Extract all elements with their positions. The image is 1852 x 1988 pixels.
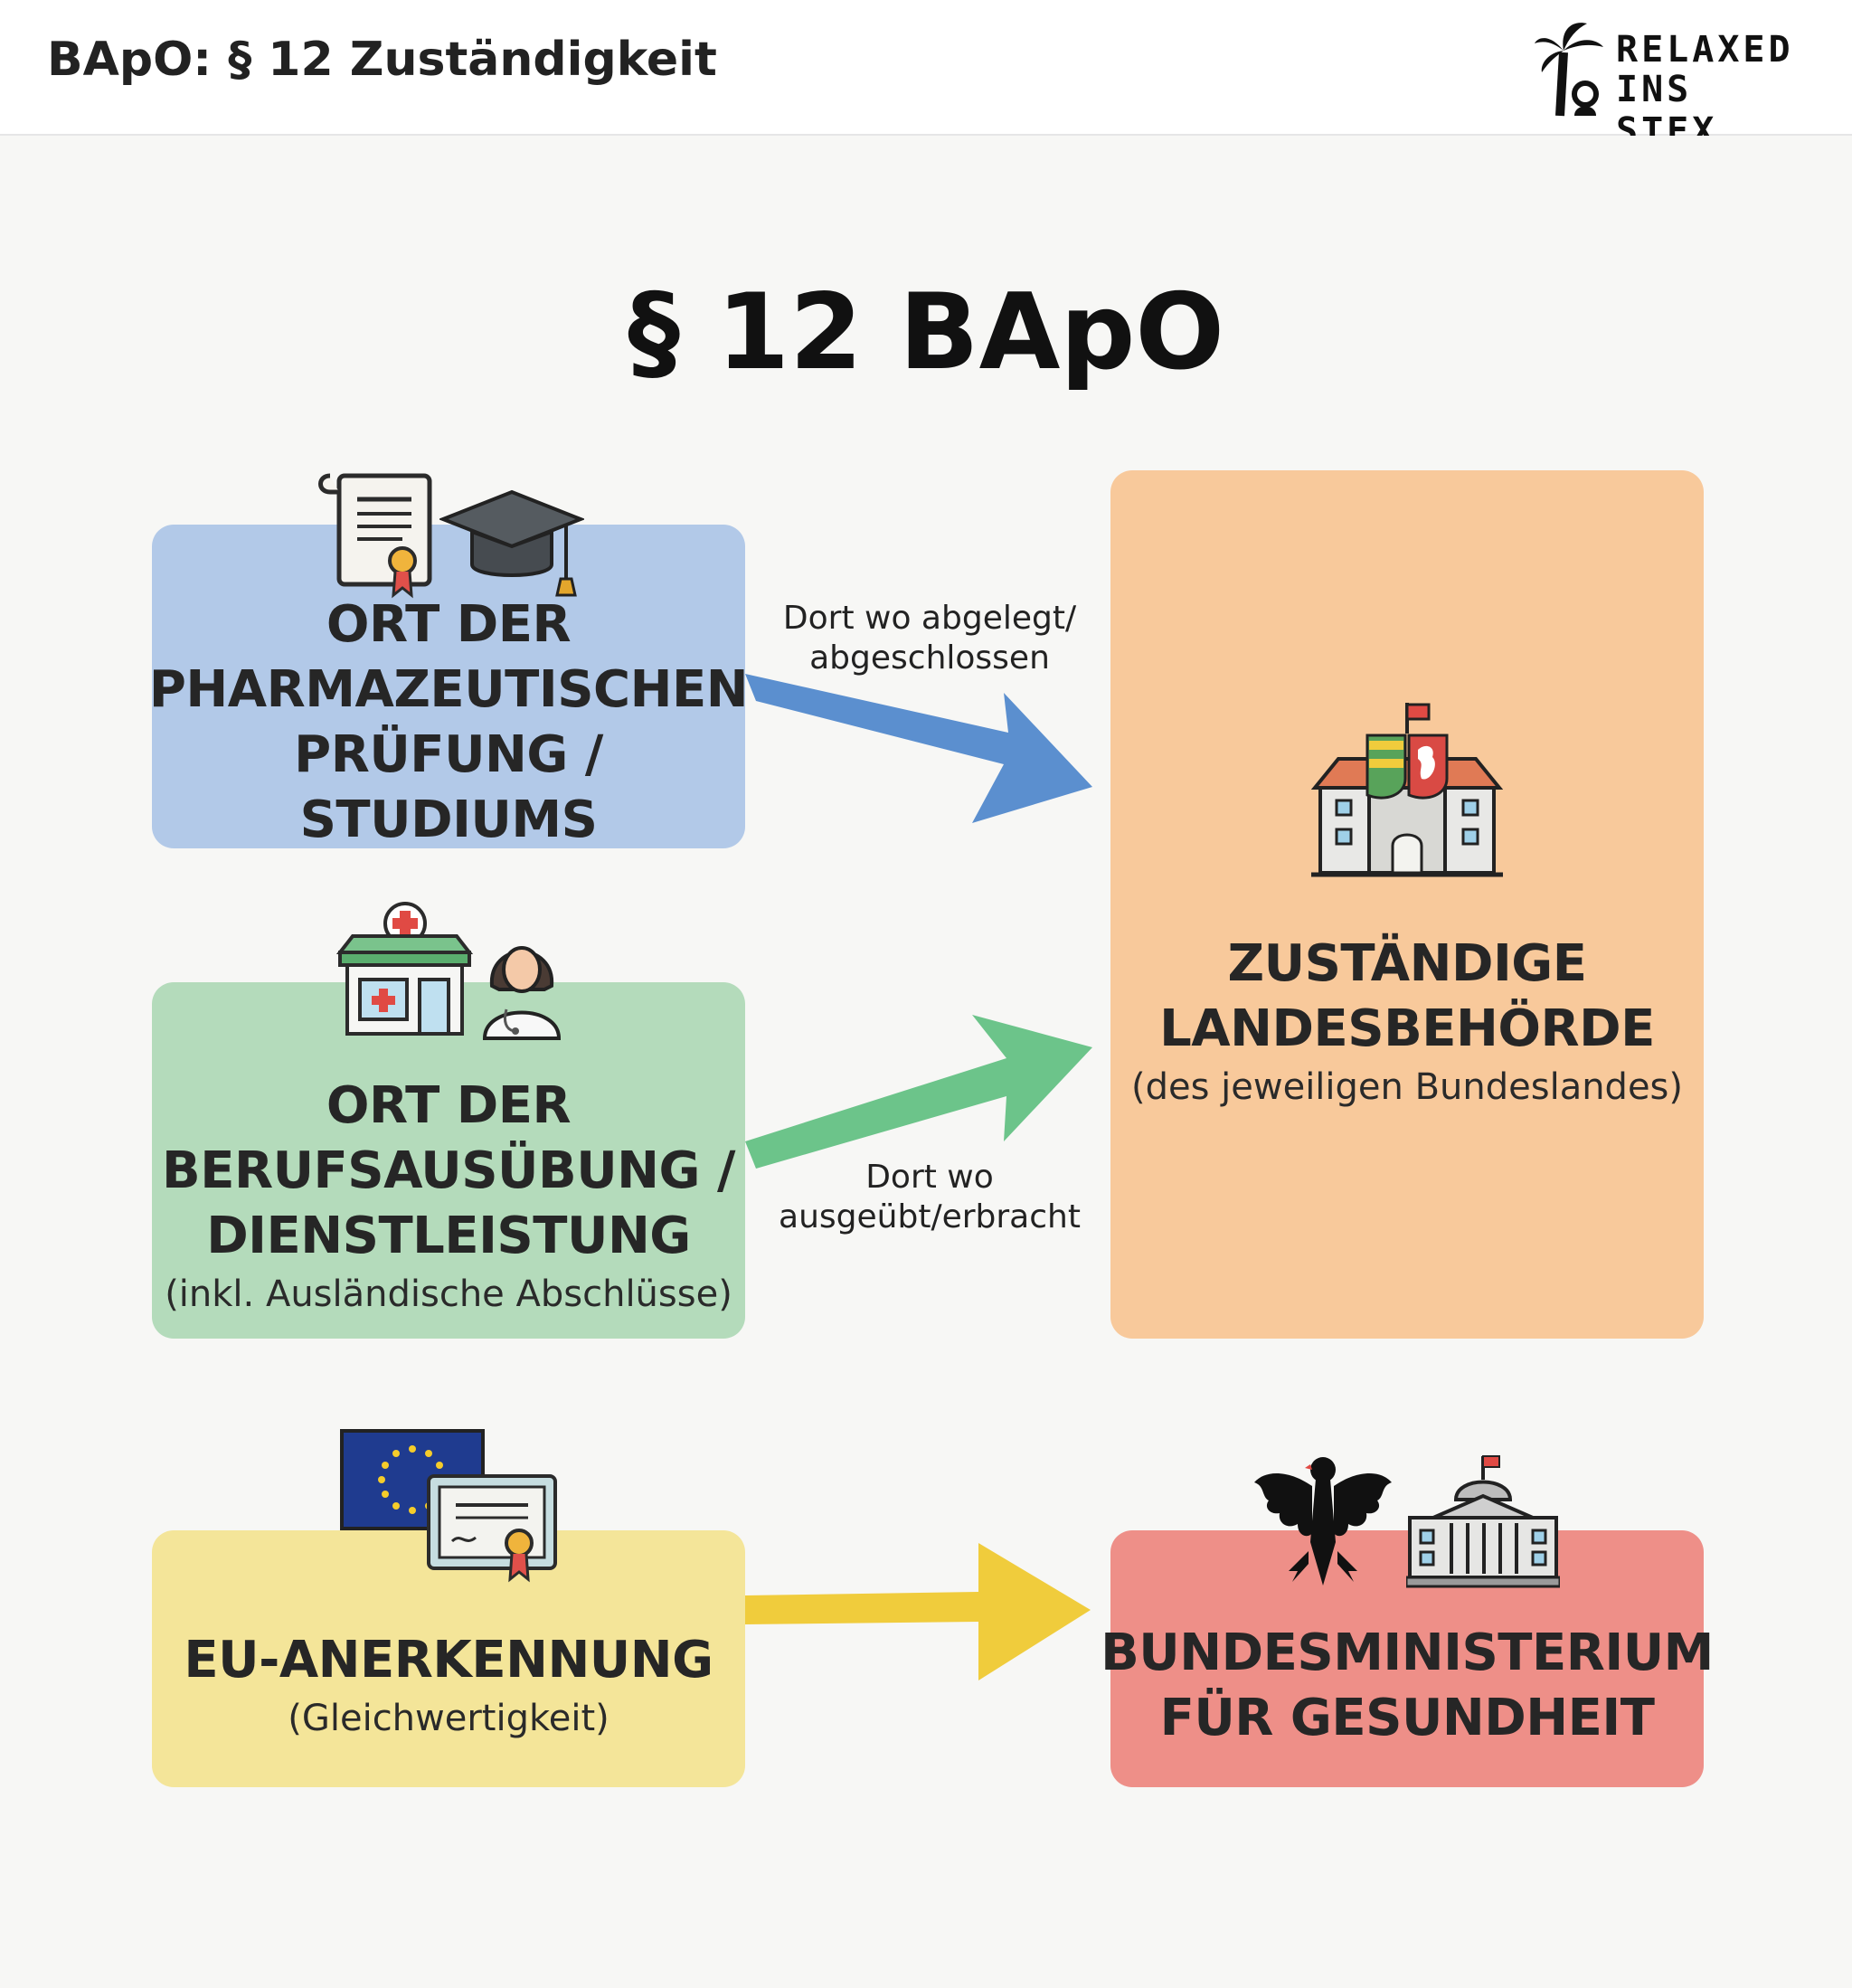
logo-line-1: RELAXED [1616, 29, 1794, 71]
ministry-building-icon [1406, 1455, 1560, 1588]
header-bar: BApO: § 12 Zuständigkeit RELAXED INS STE… [0, 0, 1852, 152]
arrow-label-green: Dort wo ausgeübt/erbracht [779, 1159, 1081, 1235]
box-landesbehoerde-title: ZUSTÄNDIGE LANDESBEHÖRDE [1159, 934, 1655, 1058]
palm-icon [1535, 23, 1603, 117]
box-bundesministerium: BUNDESMINISTERIUM FÜR GESUNDHEIT [1101, 1530, 1714, 1787]
box-eu-subtitle: (Gleichwertigkeit) [288, 1698, 609, 1739]
arrow-green [745, 1015, 1092, 1169]
graduation-cap-icon [439, 489, 584, 597]
diploma-icon [318, 473, 432, 599]
box-berufsausuebung-subtitle: (inkl. Ausländische Abschlüsse) [165, 1273, 732, 1315]
box-landesbehoerde: ZUSTÄNDIGE LANDESBEHÖRDE (des jeweiligen… [1110, 470, 1704, 1339]
federal-eagle-icon [1254, 1457, 1392, 1586]
box-eu: EU-ANERKENNUNG (Gleichwertigkeit) [152, 1530, 745, 1787]
certificate-icon [427, 1474, 557, 1583]
page-title: BApO: § 12 Zuständigkeit [47, 33, 717, 87]
box-berufsausuebung: ORT DER BERUFSAUSÜBUNG / DIENSTLEISTUNG … [152, 982, 745, 1339]
box-pruefung: ORT DER PHARMAZEUTISCHEN PRÜFUNG / STUDI… [149, 525, 749, 849]
box-berufsausuebung-title: ORT DER BERUFSAUSÜBUNG / DIENSTLEISTUNG [162, 1076, 735, 1265]
pharmacist-icon [482, 946, 562, 1040]
diagram-title: § 12 BApO [627, 271, 1225, 393]
pharmacy-icon [335, 902, 474, 1036]
arrow-blue [745, 674, 1092, 823]
arrow-label-blue: Dort wo abgelegt/ abgeschlossen [782, 600, 1077, 677]
government-building-icon [1311, 703, 1503, 877]
box-landesbehoerde-subtitle: (des jeweiligen Bundeslandes) [1130, 1066, 1684, 1108]
arrow-yellow [745, 1543, 1091, 1680]
box-eu-title: EU-ANERKENNUNG [184, 1631, 713, 1690]
box-bundesministerium-title: BUNDESMINISTERIUM FÜR GESUNDHEIT [1101, 1624, 1714, 1747]
box-pruefung-title: ORT DER PHARMAZEUTISCHEN PRÜFUNG / STUDI… [148, 595, 749, 849]
